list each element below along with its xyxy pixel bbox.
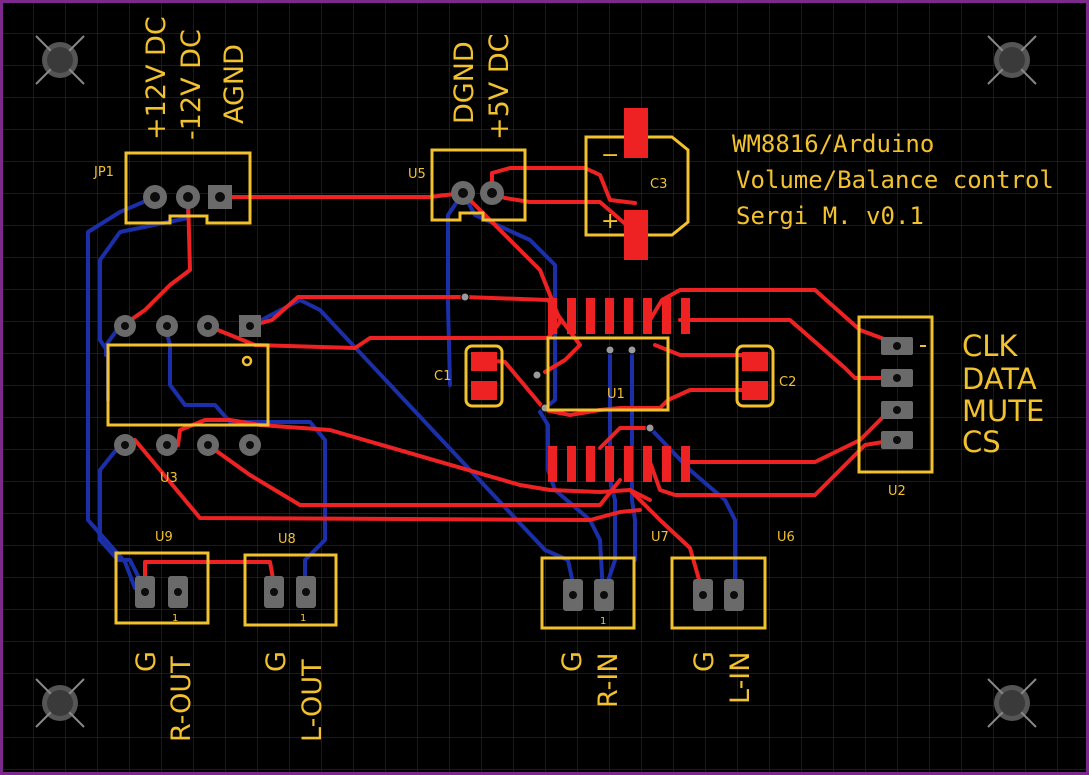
c1-refdes: C1 bbox=[434, 369, 451, 384]
u8-pin1-marker: 1 bbox=[300, 613, 306, 624]
u8-connector: 1 U8 bbox=[243, 532, 338, 627]
mounting-hole-bl bbox=[35, 678, 85, 728]
u7-pin1-marker: 1 bbox=[600, 616, 606, 627]
label-r-out: R-OUT bbox=[166, 656, 197, 742]
power-labels: +12V DC -12V DC AGND DGND +5V DC bbox=[141, 16, 515, 140]
mounting-hole-tl bbox=[35, 35, 85, 85]
label-l-in: L-IN bbox=[725, 652, 756, 704]
u7-connector: 1 U7 bbox=[540, 530, 669, 630]
label-r-in: R-IN bbox=[593, 652, 624, 708]
c3-plus: + bbox=[601, 209, 619, 234]
label-cs: CS bbox=[962, 425, 1001, 459]
jp1-connector: JP1 bbox=[93, 151, 252, 225]
title-line-3: Sergi M. v0.1 bbox=[736, 202, 924, 230]
label-data: DATA bbox=[962, 362, 1037, 396]
c3-capacitor: − + C3 bbox=[584, 108, 690, 260]
c3-minus: − bbox=[601, 143, 619, 168]
title-line-1: WM8816/Arduino bbox=[732, 130, 934, 158]
label-l-out: L-OUT bbox=[297, 659, 328, 742]
u5-refdes: U5 bbox=[408, 167, 426, 182]
label-u9-g: G bbox=[131, 651, 162, 672]
label-u7-g: G bbox=[557, 651, 588, 672]
vias bbox=[460, 292, 655, 433]
label-u6-g: G bbox=[689, 651, 720, 672]
u9-pin1-marker: 1 bbox=[172, 613, 178, 624]
jp1-refdes: JP1 bbox=[93, 165, 114, 180]
u6-refdes: U6 bbox=[777, 530, 795, 545]
u2-refdes: U2 bbox=[888, 484, 906, 499]
c2-capacitor: C2 bbox=[735, 344, 796, 408]
u8-refdes: U8 bbox=[278, 532, 296, 547]
u6-connector: U6 bbox=[670, 530, 795, 630]
title-line-2: Volume/Balance control bbox=[736, 166, 1054, 194]
label-plus5v: +5V DC bbox=[484, 34, 515, 141]
label-u8-g: G bbox=[261, 651, 292, 672]
mounting-hole-tr bbox=[987, 35, 1037, 85]
label-clk: CLK bbox=[962, 329, 1018, 363]
u9-connector: 1 U9 bbox=[114, 530, 210, 625]
u3-refdes: U3 bbox=[160, 471, 178, 486]
label-agnd: AGND bbox=[219, 44, 250, 124]
label-dgnd: DGND bbox=[449, 41, 480, 124]
label-plus12v: +12V DC bbox=[141, 16, 172, 140]
label-minus12v: -12V DC bbox=[176, 29, 207, 140]
u9-refdes: U9 bbox=[155, 530, 173, 545]
c1-capacitor: C1 bbox=[434, 344, 504, 408]
c2-refdes: C2 bbox=[779, 375, 796, 390]
label-mute: MUTE bbox=[962, 394, 1044, 428]
u1-soic-package: U1 bbox=[546, 298, 690, 482]
u3-dip-package: U3 bbox=[106, 315, 270, 486]
io-labels: G R-OUT G L-OUT G R-IN G L-IN bbox=[131, 651, 756, 742]
u2-header: U2 CLK DATA MUTE CS bbox=[857, 315, 1044, 499]
mounting-hole-br bbox=[987, 678, 1037, 728]
u5-connector: U5 bbox=[408, 148, 527, 222]
u7-refdes: U7 bbox=[651, 530, 669, 545]
c3-refdes: C3 bbox=[650, 177, 667, 192]
u1-refdes: U1 bbox=[607, 387, 625, 402]
title-block: WM8816/Arduino Volume/Balance control Se… bbox=[732, 130, 1054, 230]
